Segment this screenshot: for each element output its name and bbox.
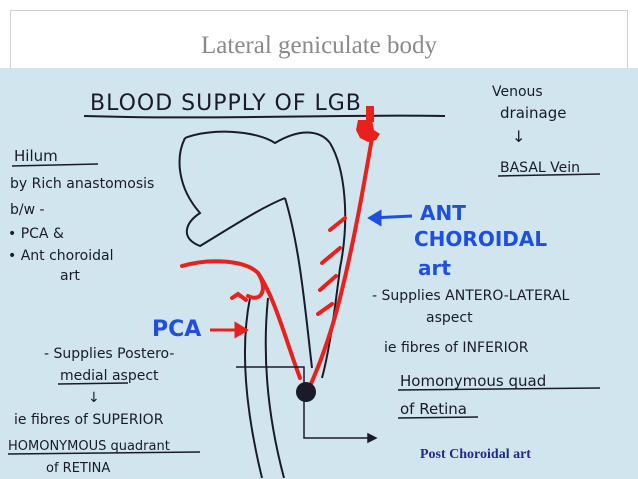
lgb-stalk-left <box>284 197 313 369</box>
pca-pointer-arrow <box>210 321 249 339</box>
pca-to-lgb <box>256 271 302 380</box>
optic-tract-left <box>243 297 263 479</box>
art-label: art <box>418 256 451 280</box>
blood-supply-sketch: BLOOD SUPPLY OF LGB Hilum by Rich anasto… <box>0 68 638 479</box>
ant-label: ANT <box>420 201 466 225</box>
ant-arrow-head <box>367 209 382 227</box>
homonymous-quad: Homonymous quad <box>400 372 546 390</box>
note-anastomosis: by Rich anastomosis <box>10 176 154 192</box>
heading-underline <box>83 114 446 119</box>
medial-underline <box>57 382 129 385</box>
paper-shade <box>0 68 638 479</box>
sketch-heading: BLOOD SUPPLY OF LGB <box>90 91 362 116</box>
ant-choroidal-branch-1 <box>328 216 347 232</box>
lgb-outline <box>178 130 347 479</box>
left-notes: Hilum by Rich anastomosis b/w - • PCA & … <box>8 147 154 284</box>
homonymous-pca-underline <box>7 451 201 455</box>
note-between: b/w - <box>10 202 45 218</box>
of-retina: of Retina <box>400 400 467 418</box>
fibres-inferior: ie fibres of INFERIOR <box>384 340 529 356</box>
post-choroidal-callout <box>236 366 378 444</box>
pca-supply-notes: - Supplies Postero- medial aspect ↓ ie f… <box>7 346 201 476</box>
down-arrow: ↓ <box>512 127 525 146</box>
homonymous-underline <box>397 387 601 391</box>
lgb-top-contour <box>184 130 331 145</box>
medial-aspect: medial aspect <box>60 368 159 384</box>
aspect-label: aspect <box>426 310 473 326</box>
callout-line <box>236 366 370 439</box>
lgb-stalk-right <box>321 142 347 379</box>
internal-carotid-top <box>366 106 374 122</box>
venous-notes: Venous drainage ↓ BASAL Vein <box>492 84 601 177</box>
internal-carotid-stub <box>356 120 380 142</box>
diagram-photo: BLOOD SUPPLY OF LGB Hilum by Rich anasto… <box>0 68 638 479</box>
callout-arrow-head <box>367 432 378 444</box>
pca-arrow-head <box>234 321 249 339</box>
lgb-left-contour <box>178 137 286 248</box>
of-retina-pca: of RETINA <box>46 461 110 476</box>
ant-choroidal-branch-2 <box>320 246 342 265</box>
choroidal-label: CHOROIDAL <box>414 227 547 251</box>
ant-choroidal-trunk <box>308 136 374 388</box>
drainage-label: drainage <box>500 104 567 122</box>
homonymous-quadrant: HOMONYMOUS quadrant <box>8 439 170 454</box>
note-ant-choroidal: • Ant choroidal <box>8 248 114 264</box>
note-pca: • PCA & <box>8 226 64 242</box>
note-art: art <box>60 268 80 284</box>
note-hilum: Hilum <box>14 147 58 165</box>
posterior-cerebral-artery <box>180 259 302 380</box>
ant-choroidal-artery <box>308 136 374 388</box>
retina-underline <box>397 416 479 419</box>
basal-vein-label: BASAL Vein <box>500 160 580 176</box>
paper-background <box>0 68 638 479</box>
pca-label: PCA <box>152 317 201 342</box>
hilum-dot <box>296 382 316 402</box>
basal-vein-underline <box>497 173 601 177</box>
ant-choroidal-pointer-arrow <box>367 209 413 227</box>
ant-choroidal-branch-3 <box>318 274 338 292</box>
venous-label: Venous <box>492 84 543 100</box>
hilum-underline <box>11 163 99 167</box>
fibres-superior: ie fibres of SUPERIOR <box>14 412 164 428</box>
optic-tract-right <box>264 297 285 479</box>
ant-choroidal-supply-notes: - Supplies ANTERO-LATERAL aspect ie fibr… <box>372 288 601 419</box>
slide-title: Lateral geniculate body <box>201 32 437 59</box>
supplies-antero-lateral: - Supplies ANTERO-LATERAL <box>372 288 570 304</box>
pca-down-arrow: ↓ <box>88 390 100 406</box>
supplies-postero: - Supplies Postero- <box>44 346 174 362</box>
pca-loop-end <box>230 291 248 302</box>
ant-choroidal-branch-4 <box>316 302 334 316</box>
post-choroidal-caption: Post Choroidal art <box>420 447 531 462</box>
